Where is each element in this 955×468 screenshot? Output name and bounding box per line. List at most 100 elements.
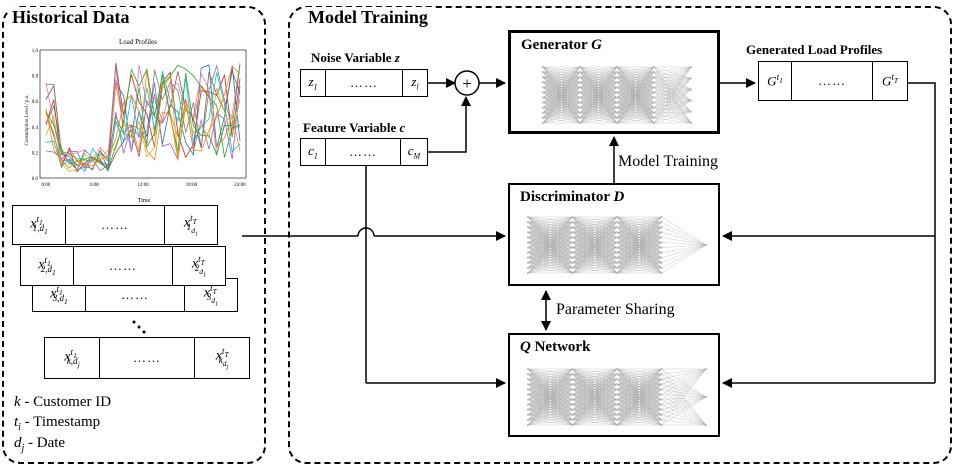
network-edge	[653, 66, 692, 93]
network-edge	[616, 232, 662, 274]
network-node	[660, 403, 663, 406]
network-node	[571, 215, 574, 219]
network-edge	[542, 66, 581, 73]
network-edge	[653, 87, 692, 101]
network-edge	[542, 66, 581, 88]
network-edge	[616, 216, 662, 233]
network-edge	[572, 216, 618, 263]
network-node	[615, 236, 619, 239]
network-node	[652, 86, 656, 89]
profile-curve	[45, 62, 241, 161]
network-node	[541, 91, 545, 94]
network-edge	[572, 216, 618, 223]
network-node	[571, 231, 574, 234]
network-node	[660, 413, 663, 416]
network-edge	[542, 107, 581, 124]
network-edge	[527, 368, 573, 405]
network-edge	[661, 389, 707, 426]
q-network-network-icon	[526, 367, 708, 427]
network-edge	[527, 216, 573, 268]
model-training-title: Model Training	[304, 7, 432, 28]
network-edge	[661, 244, 707, 274]
generator-network-icon	[541, 65, 693, 125]
network-node	[660, 271, 663, 275]
network-node	[652, 96, 656, 99]
network-edge	[653, 78, 692, 103]
network-edge	[661, 244, 707, 248]
network-edge	[527, 257, 573, 274]
network-edge	[527, 232, 573, 274]
network-edge	[653, 100, 692, 113]
network-node	[571, 236, 574, 239]
network-edge	[527, 368, 573, 420]
network-node	[652, 116, 656, 120]
chart-xlabel: Time	[138, 198, 151, 204]
network-node	[526, 236, 530, 239]
network-edge	[542, 66, 581, 124]
network-node	[615, 241, 619, 244]
network-edge	[616, 227, 662, 274]
network-node	[689, 88, 693, 91]
network-edge	[616, 66, 655, 118]
network-node	[571, 403, 574, 406]
network-edge	[579, 66, 618, 78]
network-edge	[653, 66, 692, 83]
network-edge	[616, 66, 655, 73]
network-edge	[579, 112, 618, 124]
network-edge	[653, 66, 692, 113]
network-node	[615, 76, 619, 79]
network-edge	[572, 216, 618, 233]
network-edge	[542, 66, 581, 113]
network-edge	[661, 373, 707, 398]
network-node	[652, 81, 656, 84]
network-edge	[661, 368, 707, 415]
network-edge	[653, 66, 692, 88]
network-node	[571, 408, 574, 411]
network-edge	[661, 396, 707, 426]
network-edge	[527, 379, 573, 426]
network-edge	[653, 87, 692, 124]
network-edge	[542, 102, 581, 124]
network-edge	[527, 368, 573, 375]
network-node	[660, 418, 663, 422]
network-node	[615, 70, 619, 74]
network-edge	[653, 89, 692, 103]
network-edge	[661, 368, 707, 385]
network-edge	[653, 89, 692, 98]
network-edge	[653, 112, 692, 124]
network-edge	[527, 216, 573, 274]
network-edge	[661, 237, 707, 246]
network-edge	[572, 216, 618, 248]
network-edge	[616, 252, 662, 274]
network-edge	[527, 409, 573, 426]
network-edge	[661, 368, 707, 380]
network-edge	[572, 368, 618, 426]
network-edge	[616, 66, 655, 124]
network-edge	[653, 66, 692, 98]
network-edge	[616, 368, 662, 400]
network-edge	[616, 82, 655, 124]
network-edge	[616, 414, 662, 426]
network-node	[652, 76, 656, 79]
network-node	[689, 65, 693, 69]
network-edge	[572, 414, 618, 426]
network-edge	[616, 262, 662, 274]
network-edge	[653, 92, 692, 112]
network-node	[615, 388, 619, 391]
network-node	[526, 378, 530, 381]
network-edge	[653, 92, 692, 101]
network-node	[652, 111, 656, 114]
record-vector-1: xt11,d1 …… xtT1d1	[12, 205, 218, 245]
network-node	[660, 241, 663, 244]
network-edge	[542, 66, 581, 93]
legend-timestamp: ti - Timestamp	[14, 414, 101, 433]
network-edge	[527, 237, 573, 274]
network-node	[526, 403, 530, 406]
y-tick-label: 0.6	[32, 100, 39, 105]
network-node	[689, 99, 693, 102]
network-edge	[661, 368, 707, 410]
network-node	[541, 106, 545, 109]
network-edge	[653, 78, 692, 88]
network-node	[615, 367, 619, 371]
network-edge	[653, 78, 692, 98]
